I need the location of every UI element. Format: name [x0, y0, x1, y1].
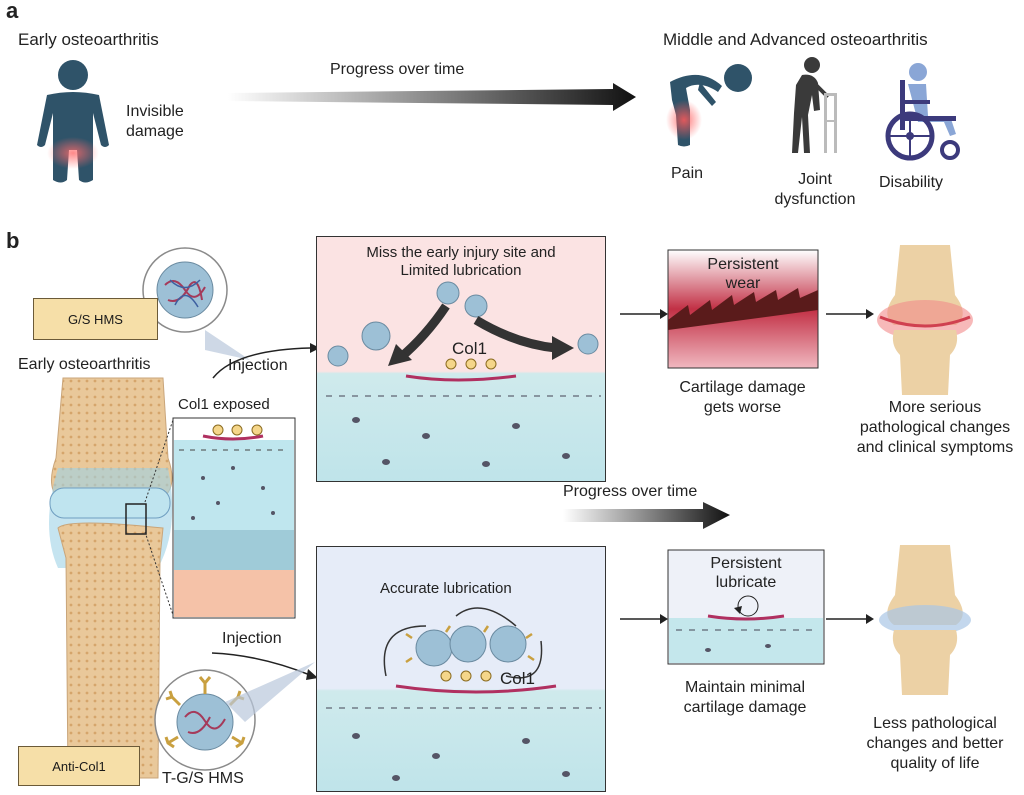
tgs-hms-label: T-G/S HMS	[162, 770, 244, 787]
serious-changes-label: More serious pathological changes and cl…	[856, 399, 1014, 456]
healthy-knee-icon	[879, 545, 971, 695]
top-box-title: Miss the early injury site and Limited l…	[366, 244, 556, 279]
maintain-minimal-label: Maintain minimal cartilage damage	[683, 679, 807, 716]
elderly-walker-icon	[792, 57, 837, 153]
top-col1-label: Col1	[452, 339, 487, 358]
progress-label-a: Progress over time	[330, 61, 465, 78]
bottom-box-content	[326, 607, 601, 781]
early-osteoarthritis-label-b: Early osteoarthritis	[18, 356, 151, 373]
damaged-knee-icon	[877, 245, 973, 395]
zoom-lines	[144, 419, 174, 616]
early-osteoarthritis-label: Early osteoarthritis	[18, 30, 159, 49]
top-box-content	[326, 281, 601, 467]
advanced-osteoarthritis-label: Middle and Advanced osteoarthritis	[663, 30, 928, 49]
persistent-lubricate-box	[667, 549, 825, 665]
cartilage-worse-label: Cartilage damage gets worse	[679, 379, 806, 416]
persistent-lubricate-label: Persistent lubricate	[710, 555, 782, 591]
outcome-pain: Pain	[671, 165, 704, 182]
bottom-col1-label: Col1	[500, 669, 535, 688]
arrow-to-serious	[826, 309, 874, 319]
gs-callout	[205, 330, 250, 360]
wheelchair-icon	[885, 63, 960, 161]
gs-hms-particle	[142, 247, 228, 333]
persistent-wear-box	[667, 249, 819, 369]
panel-b-letter: b	[6, 228, 20, 253]
tgs-callout	[225, 662, 315, 722]
progress-arrow-b	[563, 502, 730, 529]
top-scenario-box	[316, 236, 606, 482]
arrow-to-lubricate	[620, 614, 668, 624]
progress-arrow-a	[228, 83, 636, 111]
col1-exposed-zoom	[172, 417, 296, 619]
outcome-disability: Disability	[879, 174, 944, 191]
outcome-joint-dysfunction: Joint dysfunction	[774, 171, 856, 208]
bottom-scenario-box	[316, 546, 606, 792]
progress-label-b: Progress over time	[563, 483, 698, 500]
pain-icon	[666, 64, 752, 147]
bottom-box-title: Accurate lubrication	[380, 580, 512, 597]
anti-col1-label: Anti-Col1	[18, 746, 140, 786]
injection-label-top: Injection	[228, 357, 288, 374]
invisible-damage-label: Invisible damage	[126, 103, 184, 140]
injection-label-bottom: Injection	[222, 630, 282, 647]
injection-arrow-top	[212, 343, 320, 379]
gs-hms-label: G/S HMS	[33, 298, 158, 340]
col1-exposed-label: Col1 exposed	[178, 396, 270, 413]
less-changes-label: Less pathological changes and better qua…	[866, 715, 1004, 772]
arrow-to-healthy	[826, 614, 874, 624]
persistent-wear-label: Persistent wear	[707, 256, 779, 292]
tgs-hms-particle	[154, 669, 256, 771]
person-icon	[37, 60, 109, 183]
knee-joint-illustration	[49, 377, 173, 779]
panel-a-letter: a	[6, 0, 19, 23]
arrow-to-wear	[620, 309, 668, 319]
